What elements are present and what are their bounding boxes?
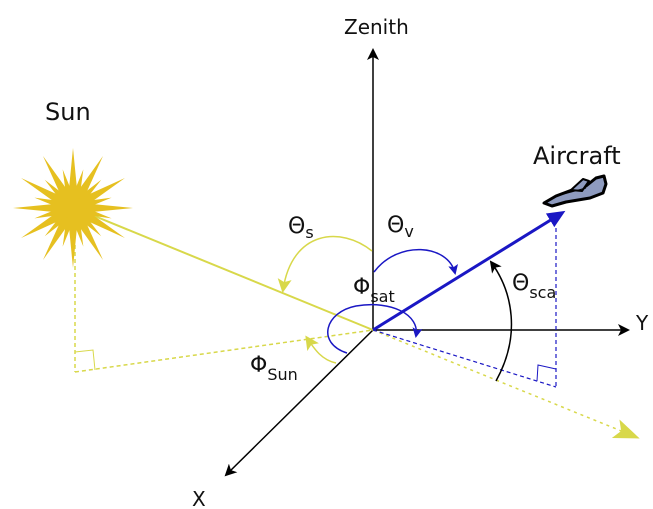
aircraft-right-angle-mark xyxy=(536,364,557,382)
aircraft-ground-projection xyxy=(372,329,557,388)
theta-s-arc xyxy=(277,235,373,293)
zenith-label: Zenith xyxy=(344,15,409,39)
airplane-icon xyxy=(542,174,608,208)
y-axis-label: Y xyxy=(635,311,649,335)
phi-sun-arc xyxy=(305,335,337,364)
phi-sat-arc xyxy=(327,304,423,354)
theta-sca-label: Θsca xyxy=(512,271,556,302)
sun-ground-projection xyxy=(74,329,374,373)
forward-scatter-projection xyxy=(372,329,640,439)
aircraft-view-line xyxy=(372,210,566,332)
theta-v-label: Θv xyxy=(387,213,414,241)
phi-sun-label: ΦSun xyxy=(250,353,298,384)
sun-ray xyxy=(91,214,374,331)
x-axis-label: X xyxy=(192,487,206,509)
sun-label: Sun xyxy=(45,98,91,126)
theta-v-arc xyxy=(373,248,458,275)
theta-sca-arc xyxy=(489,260,513,382)
sun-burst-icon xyxy=(13,148,133,268)
phi-sat-label: Φsat xyxy=(353,275,395,306)
sun-right-angle-mark xyxy=(74,349,96,371)
x-axis xyxy=(224,329,374,477)
theta-s-label: Θs xyxy=(288,214,314,242)
aircraft-label: Aircraft xyxy=(533,142,621,170)
